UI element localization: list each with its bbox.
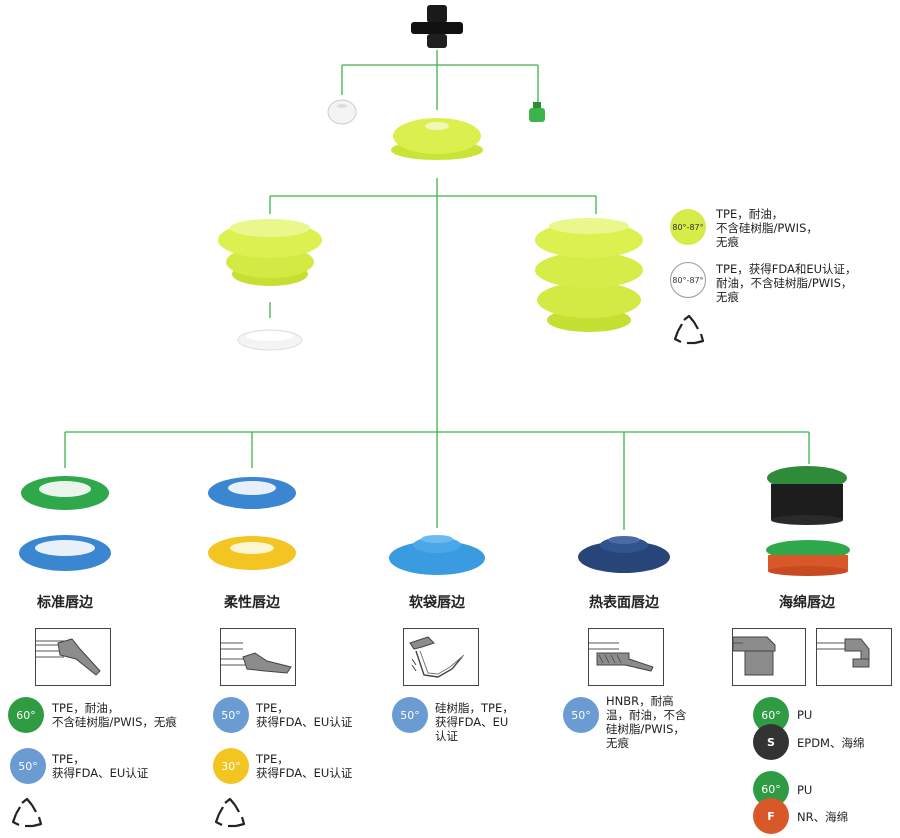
navy-hot-surface-cup-image xyxy=(578,536,670,573)
sponge-cup-pu-image xyxy=(767,466,847,525)
shore-hardness-badge: 30° xyxy=(213,748,249,784)
shore-hardness-badge: 80°-87° xyxy=(670,209,706,245)
column-title: 热表面唇边 xyxy=(589,595,659,611)
hot-surface-lip-profile-diagram xyxy=(588,628,664,686)
lime-suction-cup-image xyxy=(391,118,483,160)
shore-hardness-badge: 50° xyxy=(10,748,46,784)
material-description: PU xyxy=(797,783,813,797)
shore-hardness-badge: 50° xyxy=(392,697,428,733)
shore-hardness-badge: S xyxy=(753,724,789,760)
shore-hardness-badge: 80°-87° xyxy=(670,262,706,298)
shore-hardness-badge: 50° xyxy=(563,697,599,733)
yellow-flexible-cup-image xyxy=(208,536,296,570)
blue-soft-bag-cup-image xyxy=(389,535,485,575)
shore-hardness-badge: F xyxy=(753,798,789,834)
material-description: TPE，耐油， 不含硅树脂/PWIS， 无痕 xyxy=(716,207,818,249)
soft-bag-lip-profile-diagram xyxy=(403,628,479,686)
standard-lip-profile-diagram xyxy=(35,628,111,686)
recycle-icon xyxy=(11,797,43,828)
shore-hardness-badge: 50° xyxy=(213,697,249,733)
material-description: PU xyxy=(797,708,813,722)
column-title: 标准唇边 xyxy=(37,595,93,611)
bellows-1-5-image xyxy=(218,219,322,286)
green-filter-image xyxy=(529,102,545,122)
material-description: TPE， 获得FDA、EU认证 xyxy=(52,752,149,780)
blue-flexible-cup-image xyxy=(208,477,296,509)
green-standard-cup-image xyxy=(21,476,109,510)
column-title: 软袋唇边 xyxy=(409,595,465,611)
recycle-icon xyxy=(214,797,246,828)
material-description: EPDM、海绵 xyxy=(797,736,865,750)
material-description: 硅树脂，TPE， 获得FDA、EU 认证 xyxy=(435,701,514,743)
shore-hardness-badge: 60° xyxy=(8,697,44,733)
bellows-3-5-image xyxy=(535,218,643,332)
material-description: TPE，获得FDA和EU认证， 耐油，不含硅树脂/PWIS， 无痕 xyxy=(716,262,857,304)
fitting-connector-image xyxy=(411,5,463,48)
blue-standard-cup-image xyxy=(19,535,111,571)
flexible-lip-profile-diagram xyxy=(220,628,296,686)
column-title: 海绵唇边 xyxy=(779,595,835,611)
white-ring-image xyxy=(237,329,303,351)
white-valve-image xyxy=(327,99,357,125)
material-description: TPE， 获得FDA、EU认证 xyxy=(256,752,353,780)
material-description: TPE， 获得FDA、EU认证 xyxy=(256,701,353,729)
material-description: NR、海绵 xyxy=(797,810,849,824)
material-description: HNBR，耐高 温，耐油，不含 硅树脂/PWIS， 无痕 xyxy=(606,694,687,750)
sponge-lip-profile-diagram-2 xyxy=(816,628,892,686)
material-description: TPE，耐油， 不含硅树脂/PWIS，无痕 xyxy=(52,701,177,729)
sponge-lip-profile-diagram-1 xyxy=(732,628,806,686)
sponge-cup-nr-image xyxy=(766,540,850,576)
recycle-icon xyxy=(673,314,705,345)
column-title: 柔性唇边 xyxy=(224,595,280,611)
